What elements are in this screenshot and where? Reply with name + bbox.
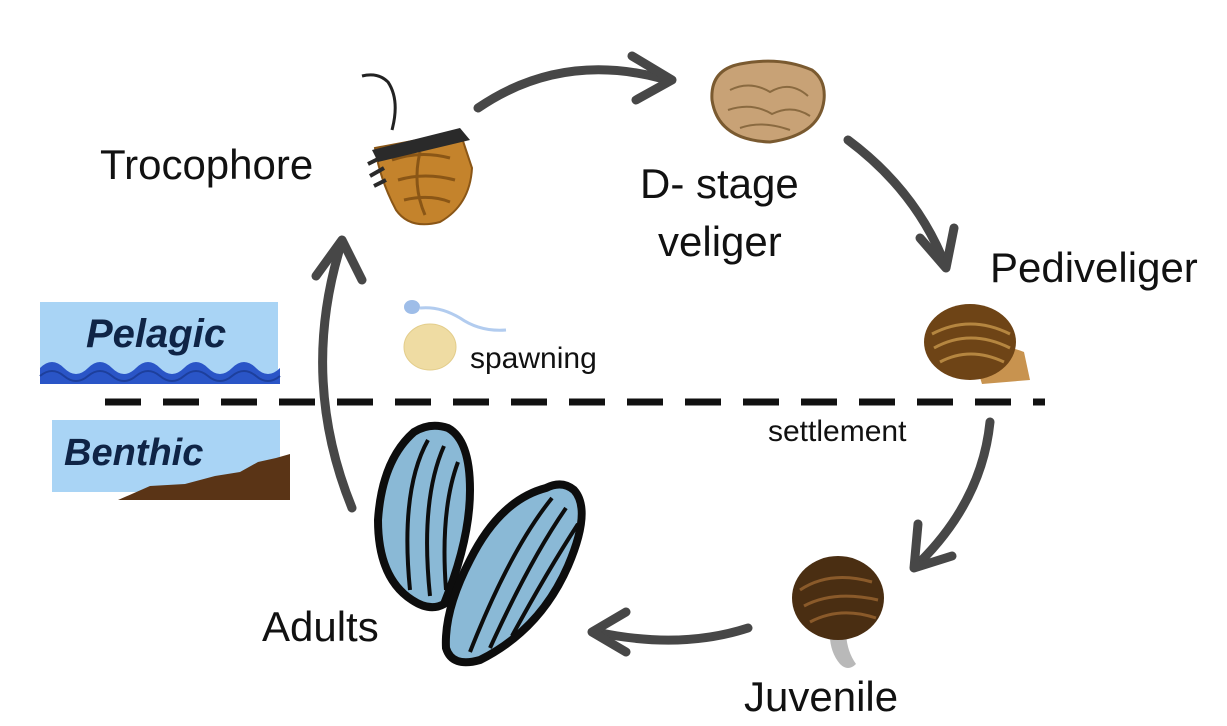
pelagic-zone-label: Pelagic [86,314,226,354]
benthic-zone-label: Benthic [64,434,203,472]
d-veliger-larva-icon [712,61,824,142]
d-stage-label-line2: veliger [658,221,782,263]
trocophore-label: Trocophore [100,144,313,186]
arrow-settlement-to-juvenile [920,422,990,562]
arrow-juvenile-to-adults [596,628,748,640]
egg-icon [404,324,456,370]
spawning-label: spawning [470,344,597,374]
trocophore-larva-icon [362,75,472,224]
juvenile-mussel-icon [792,556,884,668]
arrow-adults-to-trocophore [323,248,352,508]
adults-label: Adults [262,606,379,648]
adult-mussels-icon [378,426,582,663]
pediveliger-larva-icon [924,304,1030,384]
juvenile-label: Juvenile [744,676,898,718]
pediveliger-label: Pediveliger [990,247,1198,289]
d-stage-label-line1: D- stage [640,163,799,205]
settlement-label: settlement [768,417,906,447]
